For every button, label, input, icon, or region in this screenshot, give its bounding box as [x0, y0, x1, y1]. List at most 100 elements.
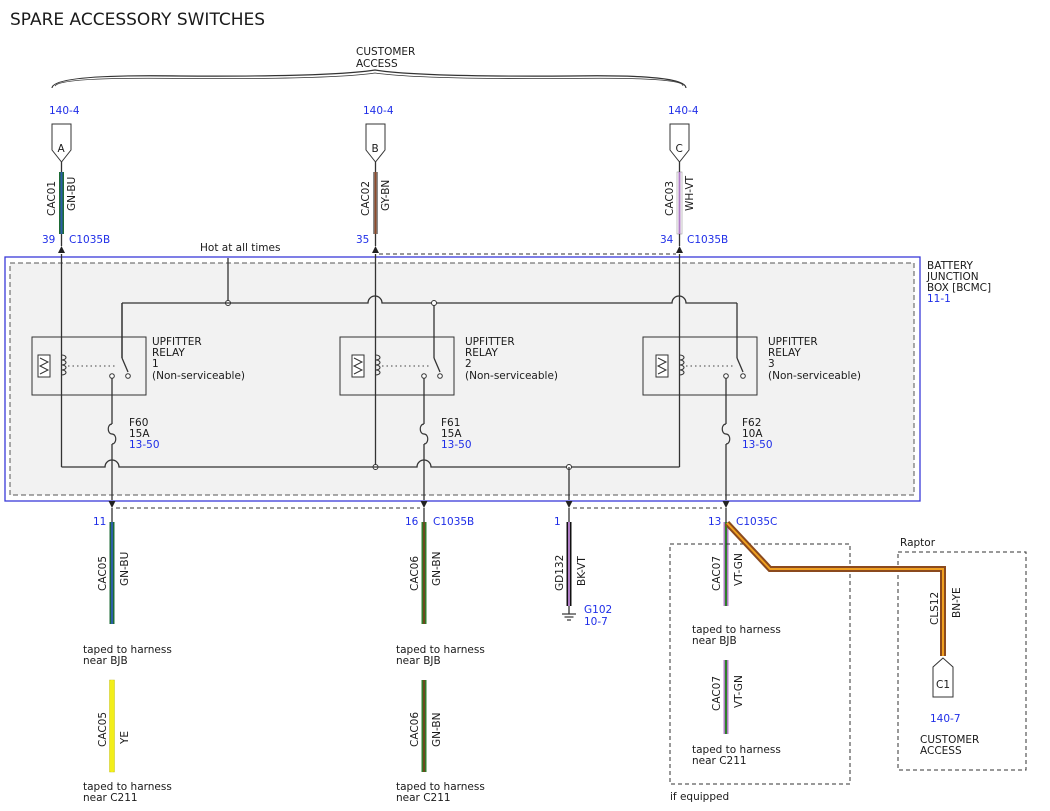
wire-cac05-yellow	[109, 679, 115, 773]
relay-3-line4: (Non-serviceable)	[768, 370, 861, 382]
color-cac06: GN-BN	[431, 552, 443, 586]
bjb-label-line2: JUNCTION	[926, 271, 979, 283]
relay-2-box	[339, 336, 455, 396]
relay-3-contact	[740, 373, 746, 379]
page-ref-b: 140-4	[363, 105, 394, 117]
circuit-gd132: GD132	[554, 555, 566, 591]
bjb-label-line3: BOX [BCMC]	[927, 282, 991, 294]
relay-2-line1: UPFITTER	[465, 336, 515, 348]
color-cac05-lower: YE	[119, 731, 131, 745]
top-connector-c: 140-4 C	[668, 105, 699, 163]
color-cac02: GY-BN	[380, 180, 392, 211]
customer-access-label-top-line1: CUSTOMER	[356, 46, 415, 58]
wire-cac03-stripe	[678, 172, 681, 234]
arrow-bottom-1	[565, 501, 573, 508]
relay-2-line3: 2	[465, 358, 472, 370]
note-cac05-bjb-2: near BJB	[83, 655, 128, 667]
arrow-top-b	[372, 246, 379, 253]
pin-34: 34	[660, 234, 674, 246]
wire-cac03	[676, 171, 683, 235]
raptor-box	[897, 551, 1027, 771]
arrow-top-a	[58, 246, 65, 253]
pin-16: 16	[405, 516, 419, 528]
upfitter-relay-2: UPFITTER RELAY 2 (Non-serviceable)	[339, 336, 558, 424]
wire-cac01-stripe	[60, 172, 63, 234]
fuse-f62	[721, 423, 731, 445]
fuse-f61	[419, 423, 429, 445]
relay-3-coil-resistor	[655, 354, 669, 378]
ground-ref: 10-7	[584, 616, 608, 628]
fuse-f61-ref: 13-50	[441, 439, 472, 451]
color-cls12: BN-YE	[951, 587, 963, 618]
circuit-cac07-lower: CAC07	[711, 676, 723, 711]
wire-cac05-green	[109, 522, 115, 624]
diagram-title: SPARE ACCESSORY SWITCHES	[10, 10, 265, 30]
relay-3-box	[642, 336, 758, 396]
relay-1-line3: 1	[152, 358, 159, 370]
relay-1-line4: (Non-serviceable)	[152, 370, 245, 382]
pin-35: 35	[356, 234, 369, 246]
wire-cac02-stripe	[374, 172, 377, 234]
relay-3-resistor-zigzag	[656, 357, 668, 375]
relay-2-resistor-zigzag	[352, 357, 364, 375]
bjb-outer-border	[4, 256, 921, 502]
relay-3-coil	[679, 354, 685, 376]
arrow-bottom-16	[420, 501, 428, 508]
fuse-f60-name: F60	[129, 417, 148, 429]
note-cac07-c211-2: near C211	[692, 755, 747, 767]
relay-3-nc-contact	[723, 373, 729, 379]
relay-3-line3: 3	[768, 358, 775, 370]
fuse-f60-amps: 15A	[129, 428, 150, 440]
circuit-cac07: CAC07	[711, 556, 723, 591]
customer-access-brace	[51, 69, 687, 89]
relay-1-nc-contact	[109, 373, 115, 379]
note-cac06-c211-1: taped to harness	[396, 781, 485, 793]
raptor-access-line2: ACCESS	[920, 745, 962, 757]
relay-1-box	[31, 336, 147, 396]
relay-1-contact	[125, 373, 131, 379]
relay-2-coil	[375, 354, 381, 376]
bjb-label-line1: BATTERY	[927, 260, 973, 272]
pin-1: 1	[554, 516, 561, 528]
relay-2-switch-arm	[433, 357, 441, 373]
wire-cls12	[724, 520, 946, 656]
hot-bus	[122, 295, 737, 304]
wire-cac05-ye-stripe	[111, 680, 113, 772]
relay-2-contact	[437, 373, 443, 379]
fuse-f62-amps: 10A	[742, 428, 763, 440]
note-cac06-bjb-2: near BJB	[396, 655, 441, 667]
page-ref-a: 140-4	[49, 105, 80, 117]
relay-3-line1: UPFITTER	[768, 336, 818, 348]
fuse-f61-amps: 15A	[441, 428, 462, 440]
relay-1-coil	[61, 354, 67, 376]
note-cac06-c211-2: near C211	[396, 792, 451, 804]
raptor-page-ref: 140-7	[930, 713, 961, 725]
connector-c1035c: C1035C	[736, 516, 777, 528]
connector-c1-label: C1	[936, 679, 950, 691]
wire-cac05-stripe	[111, 522, 113, 624]
pin-11: 11	[93, 516, 106, 528]
connector-c1-shape	[932, 657, 954, 698]
fuse-f62-name: F62	[742, 417, 761, 429]
bus-node-2	[431, 300, 437, 306]
pin-c-letter: C	[676, 143, 683, 155]
upfitter-relay-1: UPFITTER RELAY 1 (Non-serviceable)	[31, 303, 245, 424]
connector-c1035b-top: C1035B	[69, 234, 110, 246]
bjb-inner-box	[9, 262, 915, 496]
bjb-ref: 11-1	[927, 293, 951, 305]
fuse-f60	[107, 423, 117, 445]
wire-cac06-green	[421, 522, 427, 624]
upfitter-relay-3: UPFITTER RELAY 3 (Non-serviceable)	[642, 336, 861, 424]
ground-g102: G102	[584, 604, 612, 616]
top-connector-b: 140-4 B	[363, 105, 394, 163]
circuit-cac02: CAC02	[360, 181, 372, 216]
wire-cac06-lower-stripe	[423, 680, 425, 772]
wire-cls12-stripe	[726, 522, 944, 656]
customer-access-brace-inner	[54, 72, 684, 87]
wire-cac06-stripe	[423, 522, 425, 624]
pin-13: 13	[708, 516, 721, 528]
wire-cac01	[59, 172, 64, 234]
connector-c1035b-top-right: C1035B	[687, 234, 728, 246]
relay-2-nc-contact	[421, 373, 427, 379]
